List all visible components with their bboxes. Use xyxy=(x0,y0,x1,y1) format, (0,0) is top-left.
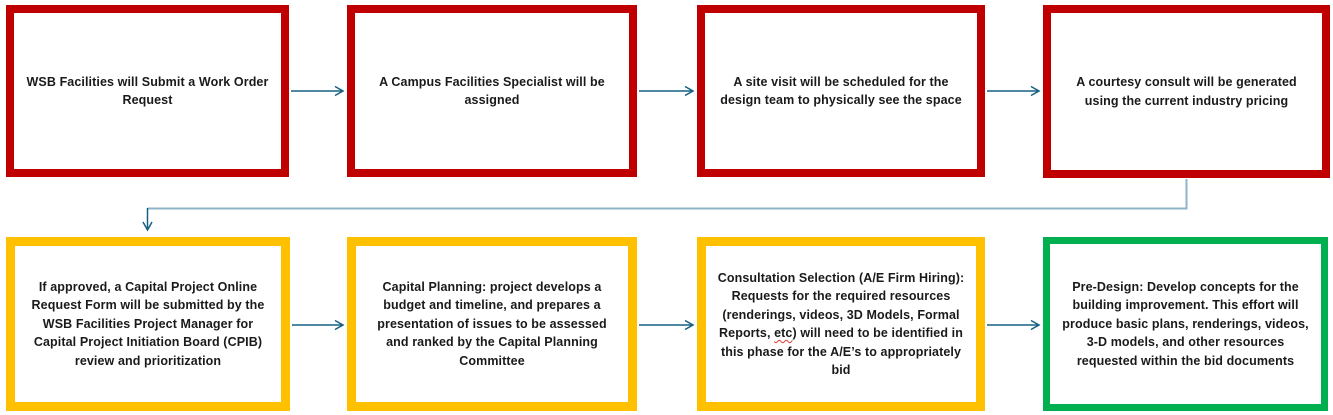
flow-step-7-text-after: ) will need to be identified in this pha… xyxy=(720,326,963,377)
flow-step-8-label: Pre-Design: Develop concepts for the bui… xyxy=(1062,279,1309,368)
flow-step-7-label: Consultation Selection (A/E Firm Hiring)… xyxy=(706,269,976,380)
flow-step-7-text-before: Consultation Selection (A/E Firm Hiring)… xyxy=(717,270,965,341)
flow-step-5-label: If approved, a Capital Project Online Re… xyxy=(31,279,265,368)
flow-step-2-label: A Campus Facilities Specialist will be a… xyxy=(379,74,605,108)
flow-step-6-label: Capital Planning: project develops a bud… xyxy=(377,279,607,368)
flow-step-8: Pre-Design: Develop concepts for the bui… xyxy=(1043,237,1328,411)
flow-step-7: Consultation Selection (A/E Firm Hiring)… xyxy=(697,237,985,411)
flow-step-1-label: WSB Facilities will Submit a Work Order … xyxy=(26,74,269,108)
flow-step-4-label: A courtesy consult will be generated usi… xyxy=(1076,75,1297,108)
flow-step-5: If approved, a Capital Project Online Re… xyxy=(6,237,290,411)
spellcheck-flagged-word: etc xyxy=(774,326,793,340)
elbow-connector-step4-step5 xyxy=(147,179,1188,210)
flow-step-1: WSB Facilities will Submit a Work Order … xyxy=(6,5,289,177)
flow-step-6: Capital Planning: project develops a bud… xyxy=(347,237,637,411)
flow-step-3: A site visit will be scheduled for the d… xyxy=(697,5,985,177)
flow-step-3-label: A site visit will be scheduled for the d… xyxy=(720,74,962,108)
flow-step-2: A Campus Facilities Specialist will be a… xyxy=(347,5,637,177)
flow-step-4: A courtesy consult will be generated usi… xyxy=(1043,5,1330,178)
